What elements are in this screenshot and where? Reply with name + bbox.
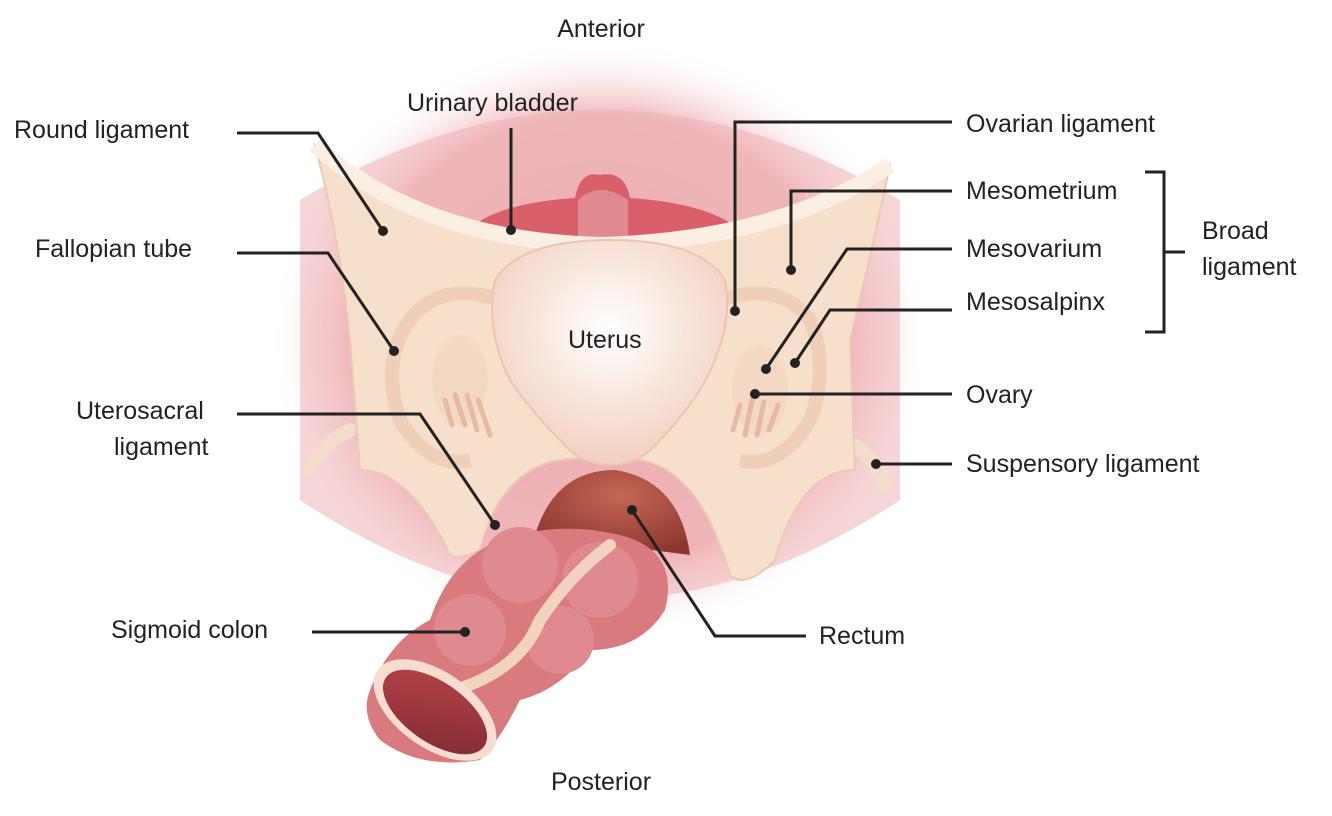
fimbriae-right: [730, 397, 781, 438]
mesometrium-label: Mesometrium: [966, 177, 1118, 205]
fallopian-tube-right: [717, 286, 827, 469]
ovarian-ligament-label: Ovarian ligament: [966, 110, 1155, 138]
rectum-label: Rectum: [819, 622, 906, 650]
suspensory-ligament-left: [303, 423, 357, 477]
uterosacral-label-line1: Uterosacral: [76, 397, 204, 425]
urinary-bladder-label: Urinary bladder: [407, 89, 578, 117]
fallopian-tube-left: [385, 286, 503, 469]
anterior-label: Anterior: [557, 15, 645, 43]
suspensory-ligament-label: Suspensory ligament: [966, 450, 1200, 478]
leader-lines: [237, 120, 1185, 638]
ovary-label: Ovary: [966, 381, 1033, 409]
posterior-label: Posterior: [550, 768, 652, 796]
leader-dots: [378, 225, 881, 637]
uterus-shape: [491, 238, 729, 467]
uterus-label: Uterus: [568, 326, 642, 354]
fallopian-tube-label: Fallopian tube: [35, 235, 193, 263]
mesosalpinx-label: Mesosalpinx: [966, 288, 1105, 316]
round-ligament-label: Round ligament: [14, 116, 190, 144]
mesovarium-label: Mesovarium: [966, 235, 1103, 263]
uterosacral-label-line2: ligament: [114, 433, 209, 461]
fimbriae-left: [442, 392, 493, 438]
broad-ligament-label-line2: ligament: [1202, 253, 1297, 281]
sigmoid-colon-label: Sigmoid colon: [111, 616, 269, 644]
sigmoid-colon-shape: [366, 527, 668, 763]
broad-ligament-label-line1: Broad: [1202, 217, 1269, 245]
